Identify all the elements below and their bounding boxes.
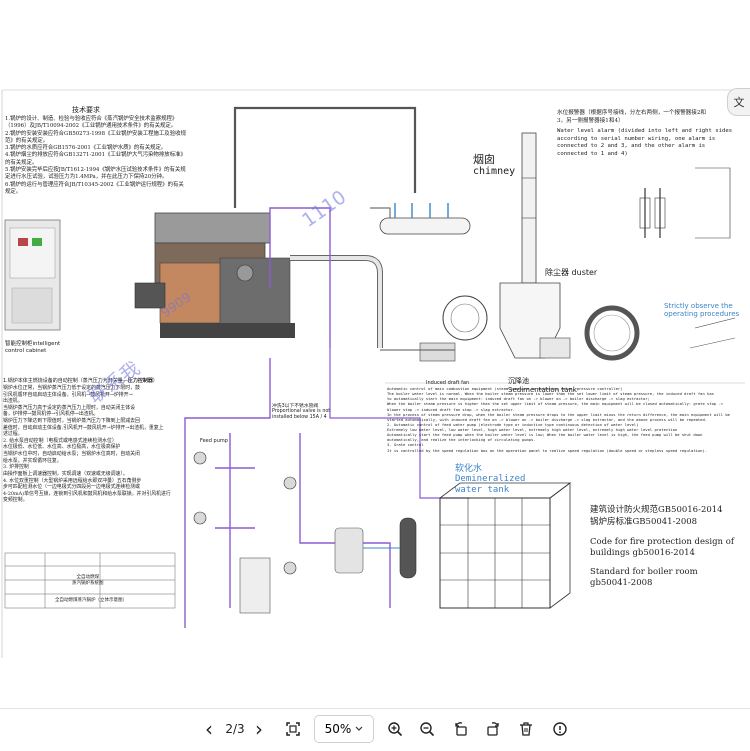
zoom-out-button[interactable] [416, 717, 438, 741]
induced-fan-label: Induced draft fan [426, 380, 470, 386]
chimney-label-cn: 烟囱 [473, 153, 495, 166]
alarm-note-cn: 水位报警器（根据序号接线，分左右两侧，一个报警器接2和 3，另一侧报警器接1和4… [557, 110, 706, 124]
rotate-right-button[interactable] [482, 717, 504, 741]
auto-control-cn: 锅炉水位正常，当锅炉蒸汽压力低于设定的蒸汽压力下限时，鼓 引风机循环自动启动主体… [3, 385, 171, 504]
water-level-alarm [639, 167, 736, 329]
sedimentation-label-cn: 沉降池 [508, 377, 529, 385]
control-cabinet-label: 智能控制柜intelligent control cabinet [5, 341, 61, 354]
chevron-right-icon: › [255, 717, 263, 741]
induced-draft-fan [380, 295, 488, 362]
tech-requirements-text: 1.锅炉的设计、制造、检验与验收应符合《蒸汽锅炉安全技术监察规程》 （1996）… [5, 116, 186, 195]
zoom-out-icon [420, 722, 435, 737]
safety-note: Strictly observe the operating procedure… [664, 302, 740, 319]
next-page-button[interactable]: › [250, 717, 268, 741]
info-button[interactable] [549, 717, 571, 741]
boiler-system-diagram [1, 89, 748, 658]
standard-boiler-en: Standard for boiler room gb50041-2008 [590, 567, 698, 589]
zoom-in-icon [388, 722, 403, 737]
duster-label: 除尘器 duster [545, 268, 598, 277]
tech-requirements-title: 技术要求 [72, 106, 100, 114]
title-block [4, 552, 176, 609]
valve-note-en: Proportional valve is not installed belo… [272, 409, 331, 420]
viewer-toolbar: ‹ 2/3 › 50% [0, 708, 750, 751]
chimney-duster [499, 132, 571, 359]
page-indicator: 2/3 [225, 722, 245, 736]
rotate-left-icon [455, 722, 467, 736]
boiler-body [134, 212, 295, 338]
control-cabinet [4, 219, 61, 331]
standard-fire-en: Code for fire protection design of build… [590, 537, 734, 559]
demineralized-label-en: Demineralized water tank [455, 474, 526, 495]
delete-button[interactable] [515, 717, 537, 741]
auto-control-en: Automatic control of main combustion equ… [387, 386, 730, 453]
softener-equipment [334, 517, 417, 579]
steam-header [379, 203, 471, 235]
alarm-note-en: Water level alarm (divided into left and… [557, 128, 733, 157]
zoom-value: 50% [324, 722, 352, 736]
translate-icon: 文 [733, 96, 745, 109]
fit-page-button[interactable] [282, 717, 304, 741]
steam-main-pipe [233, 106, 417, 208]
prev-page-button[interactable]: ‹ [200, 717, 218, 741]
feed-pump-label: Feed pump [200, 438, 228, 444]
sedimentation-tank [584, 305, 640, 361]
translate-tab-button[interactable]: 文 [727, 88, 750, 116]
pressure-note: 1.锅炉本体主燃烧设备的自动控制（蒸汽压力为开关量，压力控制器） [3, 378, 158, 384]
title-block-text: 全自动燃煤 蒸汽锅炉系统图 [72, 575, 104, 587]
zoom-in-button[interactable] [384, 717, 406, 741]
sedimentation-label-en: Sedimentation tank [508, 386, 577, 394]
standard-fire-cn: 建筑设计防火规范GB50016-2014 [590, 505, 723, 515]
chimney-label-en: chimney [473, 166, 516, 177]
info-icon [553, 722, 567, 736]
chevron-down-icon [355, 726, 363, 731]
rotate-right-icon [487, 722, 499, 736]
chevron-left-icon: ‹ [205, 717, 213, 741]
rotate-left-button[interactable] [450, 717, 472, 741]
valve-note-cn: 冲洗3以下不锈水管阀 [272, 404, 319, 409]
title-block-sub: 全自动燃煤蒸汽锅炉（立体示意图） [55, 598, 127, 603]
demineralized-water-tank [439, 482, 572, 609]
drawing-sheet: 技术要求 1.锅炉的设计、制造、检验与验收应符合《蒸汽锅炉安全技术监察规程》 （… [0, 88, 750, 708]
demineralized-label-cn: 软化水 [455, 464, 483, 474]
standard-boiler-cn: 锅炉房标准GB50041-2008 [590, 517, 698, 527]
pressure-title: ——压力控制器 [118, 378, 154, 384]
fit-screen-icon [286, 722, 300, 736]
feed-pumps [193, 451, 297, 614]
trash-icon [520, 722, 532, 736]
zoom-select[interactable]: 50% [314, 715, 374, 743]
